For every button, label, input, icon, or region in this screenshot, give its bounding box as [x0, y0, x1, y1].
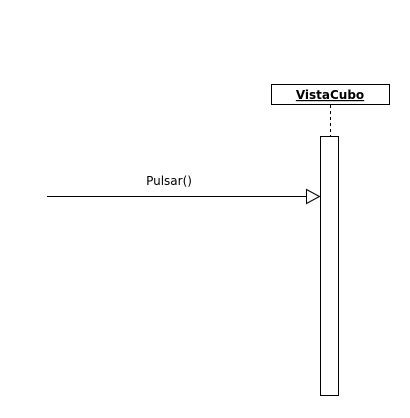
message-arrowhead: [306, 188, 321, 205]
activation-bar[interactable]: [320, 136, 339, 396]
object-box: [271, 84, 390, 105]
message-label: Pulsar(): [146, 174, 192, 188]
message-pulsar[interactable]: Pulsar(): [47, 174, 321, 205]
object-vistacubo[interactable]: VistaCubo: [271, 84, 390, 105]
object-label: VistaCubo: [296, 88, 364, 102]
